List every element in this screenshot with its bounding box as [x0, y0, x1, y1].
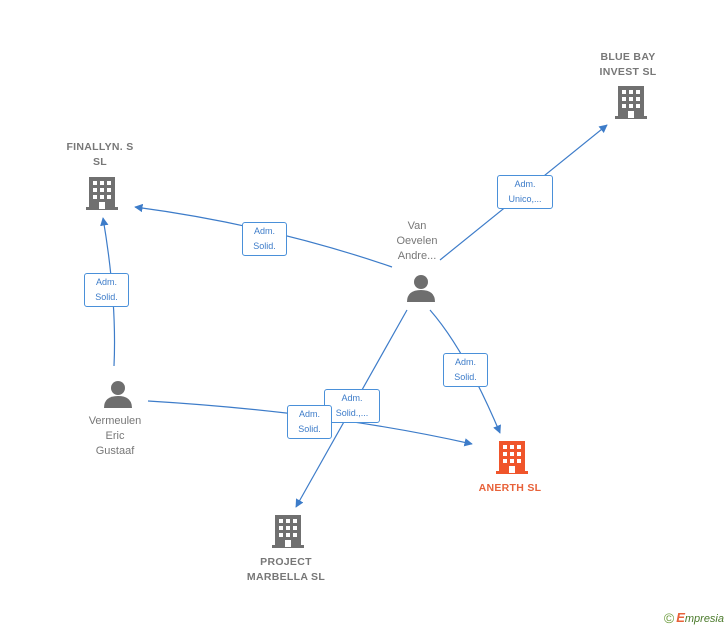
edge-label-verm-to-finallyn[interactable]: Adm. Solid. — [84, 273, 129, 307]
edge-label-van-to-anerth[interactable]: Adm. Solid. — [443, 353, 488, 387]
copyright-symbol: © — [663, 610, 675, 626]
edge-label-van-to-marbella[interactable]: Adm. Solid.,... — [324, 389, 380, 423]
node-label-finallyn[interactable]: FINALLYN. S SL — [66, 141, 134, 168]
brand-logo-initial: E — [676, 610, 685, 625]
person-icon[interactable] — [407, 275, 435, 302]
edge-label-verm-to-anerth[interactable]: Adm. Solid. — [287, 405, 332, 439]
node-label-vermeulen[interactable]: Vermeulen Eric Gustaaf — [88, 415, 142, 457]
node-label-blue-bay-invest[interactable]: BLUE BAY INVEST SL — [599, 51, 657, 78]
building-icon[interactable] — [86, 177, 118, 210]
brand-name: mpresia — [684, 613, 724, 625]
node-label-van-oevelen[interactable]: Van Oevelen Andre... — [396, 220, 438, 262]
person-icon[interactable] — [104, 381, 132, 408]
building-icon[interactable] — [272, 515, 304, 548]
building-icon[interactable] — [496, 441, 528, 474]
footer-brand: ©Empresia — [664, 610, 724, 626]
edge-label-van-to-finallyn[interactable]: Adm. Solid. — [242, 222, 287, 256]
edge-label-van-to-bluebay[interactable]: Adm. Unico,... — [497, 175, 553, 209]
node-label-project-marbella[interactable]: PROJECT MARBELLA SL — [246, 556, 326, 583]
node-label-anerth[interactable]: ANERTH SL — [478, 482, 542, 494]
building-icon[interactable] — [615, 86, 647, 119]
